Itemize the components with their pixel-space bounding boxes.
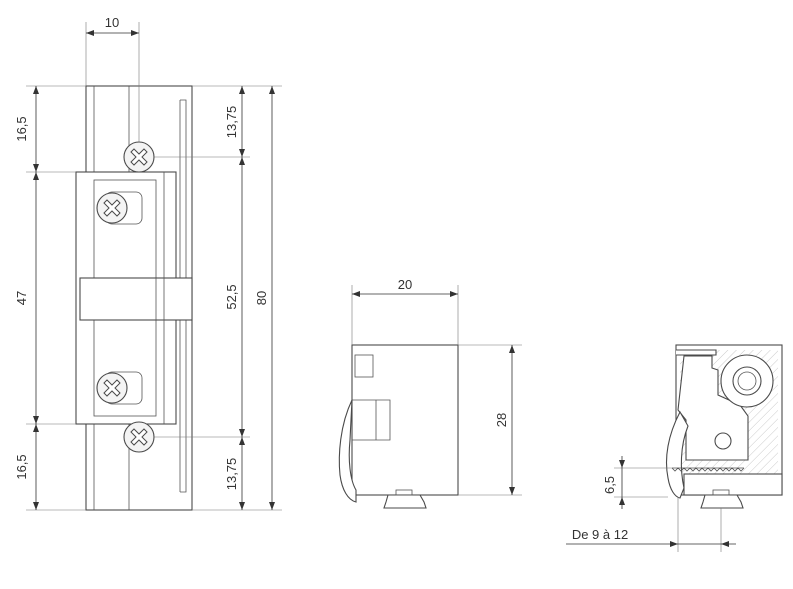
dim-top-width: 10: [105, 15, 119, 30]
dim-side-height: 28: [494, 413, 509, 427]
faceplate-screw-bottom: [123, 421, 155, 453]
front-view: 10 16,5 47 16,5 13,75 52,5 13,75 80: [14, 15, 282, 511]
side-view: 20 28: [338, 277, 522, 509]
dim-overall-height: 80: [254, 291, 269, 305]
side-body: [351, 344, 459, 496]
dim-detail-height: 6,5: [602, 476, 617, 494]
body-screw-top: [96, 191, 143, 225]
dim-right-top: 13,75: [224, 106, 239, 139]
dim-right-bottom: 13,75: [224, 458, 239, 491]
dim-left-top: 16,5: [14, 116, 29, 141]
dim-detail-range: De 9 à 12: [572, 527, 628, 542]
dim-left-bottom: 16,5: [14, 454, 29, 479]
dim-side-width: 20: [398, 277, 412, 292]
dim-right-middle: 52,5: [224, 284, 239, 309]
dim-left-middle: 47: [14, 291, 29, 305]
latch-band: [79, 277, 193, 321]
body-screw-bottom: [96, 371, 143, 405]
faceplate-screw-top: [123, 141, 155, 173]
detail-view: 6,5 De 9 à 12: [566, 344, 783, 552]
